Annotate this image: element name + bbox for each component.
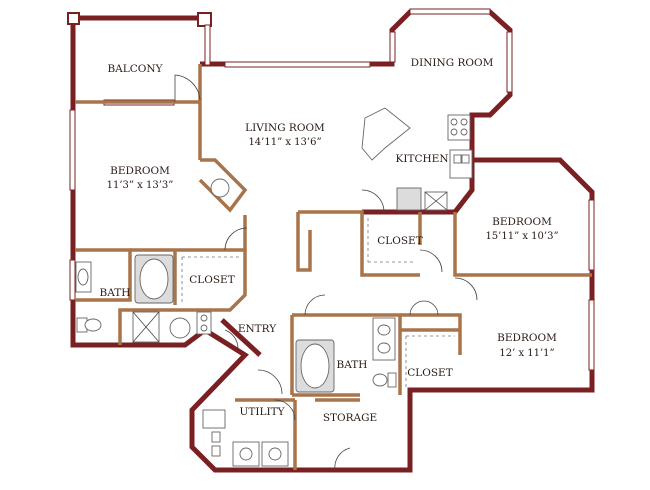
sink-mid-2 — [377, 342, 391, 354]
sink-mid-1 — [377, 324, 391, 336]
label-living-room: LIVING ROOM — [245, 122, 325, 134]
label-bedroom-right-bottom: BEDROOM — [497, 332, 557, 344]
label-storage: STORAGE — [323, 412, 377, 424]
label-bath-mid: BATH — [337, 359, 368, 371]
room-labels: BALCONY BEDROOM 11’3” x 13’3” BATH CLOSE… — [100, 57, 559, 424]
kitchen-sink — [449, 149, 473, 179]
label-closet-right: CLOSET — [407, 367, 452, 379]
kitchen-island — [361, 107, 411, 161]
dims-bedroom-left: 11’3” x 13’3” — [107, 180, 174, 191]
label-closet-left: CLOSET — [189, 274, 234, 286]
toilet-mid — [372, 373, 388, 387]
label-dining-room: DINING ROOM — [411, 57, 494, 69]
dims-bedroom-right-top: 15’11” x 10’3” — [485, 231, 558, 242]
label-bedroom-right-top: BEDROOM — [492, 216, 552, 228]
doors — [174, 74, 478, 471]
balcony-post-left — [67, 12, 80, 25]
label-closet-mid: CLOSET — [377, 235, 422, 247]
label-kitchen: KITCHEN — [395, 153, 448, 165]
closet-shelves — [181, 218, 455, 388]
label-entry: ENTRY — [238, 323, 277, 335]
label-utility: UTILITY — [239, 406, 285, 418]
toilet-left — [84, 318, 102, 332]
water-heater — [202, 409, 226, 429]
label-balcony: BALCONY — [107, 63, 163, 75]
fireplace-fixture — [210, 178, 230, 198]
balcony-post-right — [197, 12, 212, 27]
stove — [447, 114, 471, 141]
toilet-left-2 — [169, 317, 191, 339]
fixtures — [75, 107, 473, 467]
dims-bedroom-right-bottom: 12’ x 11’1” — [499, 348, 554, 359]
dims-living-room: 14’11” x 13’6” — [248, 137, 321, 148]
label-bedroom-left: BEDROOM — [110, 165, 170, 177]
refrigerator — [396, 187, 422, 211]
label-bath-left: BATH — [100, 287, 131, 299]
interior-walls — [75, 64, 592, 470]
